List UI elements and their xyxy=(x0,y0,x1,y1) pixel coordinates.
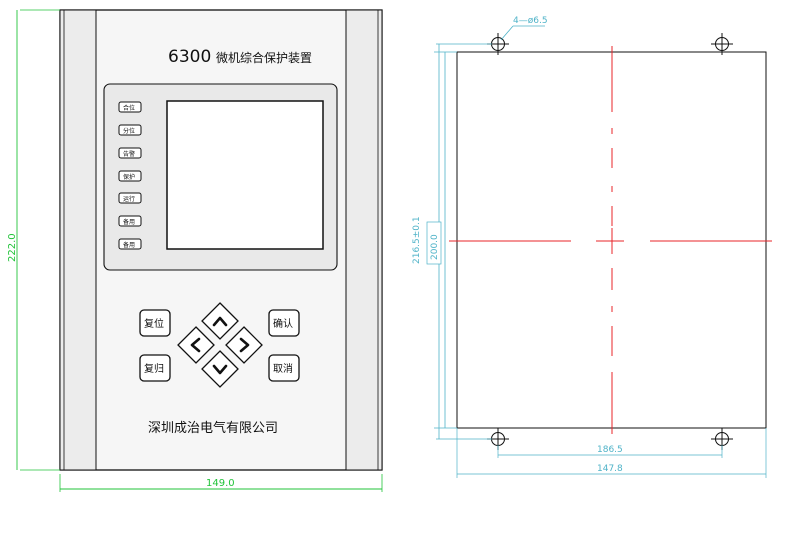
indicator-3: 告警 xyxy=(118,147,142,159)
indicator-label: 备用 xyxy=(123,241,135,249)
indicator-column: 合位 分位 告警 保护 运行 备用 xyxy=(118,101,142,250)
lcd-screen xyxy=(166,100,324,250)
mounting-hole-top-right xyxy=(711,33,733,55)
indicator-label: 告警 xyxy=(123,150,135,158)
indicator-label: 备用 xyxy=(123,218,135,226)
panel-right-rail xyxy=(345,9,383,471)
indicator-4: 保护 xyxy=(118,170,142,182)
return-button-label: 复归 xyxy=(144,362,164,375)
chevron-up-icon xyxy=(212,316,228,327)
arrow-pad xyxy=(177,302,263,388)
chevron-left-icon xyxy=(190,337,201,353)
height-dimension-label: 222.0 xyxy=(7,233,18,262)
right-arrow-button[interactable] xyxy=(225,326,263,364)
indicator-label: 保护 xyxy=(123,173,135,181)
company-name: 深圳成治电气有限公司 xyxy=(148,420,278,436)
confirm-button[interactable]: 确认 xyxy=(268,309,300,337)
indicator-2: 分位 xyxy=(118,124,142,136)
model-number: 6300 xyxy=(168,47,211,67)
reset-button-label: 复位 xyxy=(144,317,164,330)
hole-note-label: 4—ø6.5 xyxy=(513,16,548,26)
reset-button[interactable]: 复位 xyxy=(139,309,171,337)
cancel-button-label: 取消 xyxy=(273,362,293,375)
left-arrow-button[interactable] xyxy=(177,326,215,364)
chevron-down-icon xyxy=(212,364,228,375)
outer-height-dimension-label: 216.5±0.1 xyxy=(412,216,422,264)
device-title: 微机综合保护装置 xyxy=(216,50,312,65)
indicator-6: 备用 xyxy=(118,215,142,227)
indicator-5: 运行 xyxy=(118,192,142,204)
indicator-label: 合位 xyxy=(123,104,135,112)
indicator-label: 运行 xyxy=(123,195,135,203)
front-panel-dimensions: 222.0 149.0 xyxy=(7,9,383,492)
chevron-right-icon xyxy=(239,337,250,353)
cutout-dimensions: 216.5±0.1 200.0 186.5 147.8 xyxy=(412,43,767,478)
indicator-1: 合位 xyxy=(118,101,142,113)
width-dimension-label: 149.0 xyxy=(206,478,235,489)
cutout-width-dimension-label: 147.8 xyxy=(597,464,623,474)
indicator-7: 备用 xyxy=(118,238,142,250)
return-button[interactable]: 复归 xyxy=(139,354,171,382)
hole-spacing-dimension-label: 186.5 xyxy=(597,445,623,455)
confirm-button-label: 确认 xyxy=(273,317,293,330)
cutout-drawing: 4—ø6.5 xyxy=(449,16,772,450)
panel-left-rail xyxy=(59,9,97,471)
center-lines xyxy=(449,46,772,434)
hole-note: 4—ø6.5 xyxy=(500,16,548,41)
indicator-label: 分位 xyxy=(123,127,135,135)
inner-height-dimension-label: 200.0 xyxy=(430,234,440,260)
cancel-button[interactable]: 取消 xyxy=(268,354,300,382)
down-arrow-button[interactable] xyxy=(201,350,239,388)
front-panel: 6300 微机综合保护装置 合位 分位 告警 保护 xyxy=(59,9,383,471)
up-arrow-button[interactable] xyxy=(201,302,239,340)
